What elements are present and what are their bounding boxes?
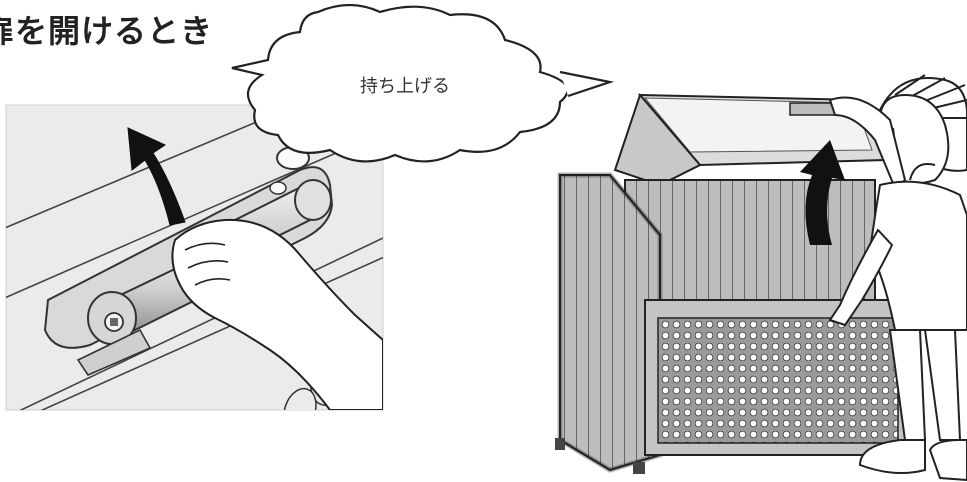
storage-box — [555, 93, 911, 474]
box-foot — [555, 438, 565, 450]
box-back-wall — [624, 179, 876, 301]
page-title: 扉を開けるとき — [0, 12, 214, 50]
speech-bubble: 持ち上げる — [231, 3, 615, 163]
bottom-bracket — [76, 328, 152, 377]
lift-arrow-icon — [127, 127, 186, 226]
frame-lines — [6, 105, 383, 410]
lift-arrow-icon-box — [800, 140, 845, 245]
person — [828, 74, 967, 482]
bubble-label: 持ち上げる — [360, 76, 450, 97]
lid-latch — [789, 102, 836, 116]
heading-clip: 扉を開けるとき — [0, 0, 250, 60]
hand — [171, 218, 383, 410]
box-foot — [633, 462, 645, 474]
handle-closeup-panel — [5, 104, 384, 411]
